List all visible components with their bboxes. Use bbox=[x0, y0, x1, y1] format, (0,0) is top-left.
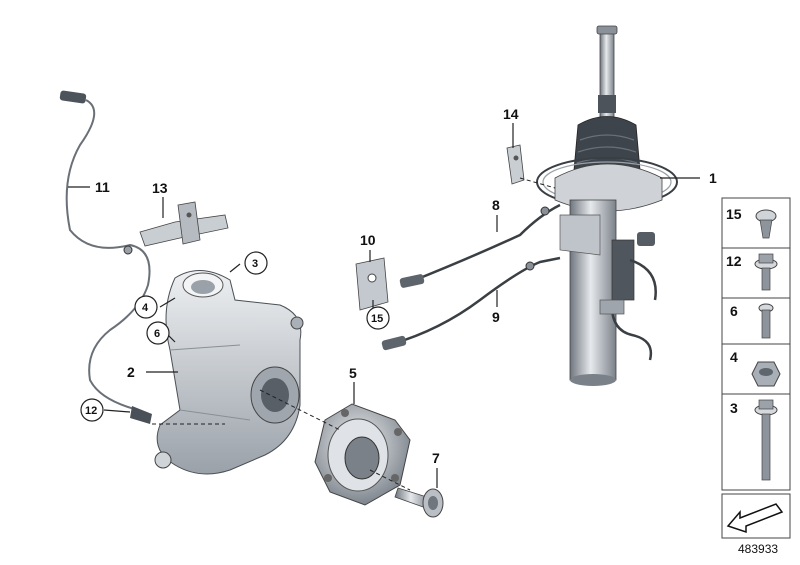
legend-label-15: 15 bbox=[726, 206, 742, 222]
bracket-14 bbox=[506, 144, 525, 185]
callout-12-circle bbox=[80, 398, 104, 422]
bracket-13 bbox=[139, 201, 229, 247]
legend-label-3: 3 bbox=[730, 400, 738, 416]
legend-cell-6 bbox=[721, 297, 791, 345]
flange-bolt-icon bbox=[754, 253, 778, 291]
hub-bolt bbox=[394, 487, 444, 518]
strut-assembly bbox=[536, 25, 678, 386]
callout-10: 10 bbox=[360, 232, 376, 248]
callout-7: 7 bbox=[432, 450, 440, 466]
legend-cell-12 bbox=[721, 247, 791, 299]
legend-cell-4 bbox=[721, 343, 791, 395]
long-bolt-icon bbox=[754, 399, 778, 481]
image-number: 483933 bbox=[738, 542, 778, 556]
callout-15-circle bbox=[366, 306, 390, 330]
wheel-hub bbox=[314, 403, 411, 506]
callout-5: 5 bbox=[349, 365, 357, 381]
callout-1: 1 bbox=[709, 170, 717, 186]
callout-13: 13 bbox=[152, 180, 168, 196]
callout-11: 11 bbox=[95, 179, 110, 195]
hardware-legend: 15 12 6 4 3 bbox=[721, 197, 791, 556]
callout-2: 2 bbox=[127, 364, 135, 380]
legend-label-4: 4 bbox=[730, 349, 738, 365]
torx-screw-icon bbox=[755, 209, 777, 239]
legend-cell-15 bbox=[721, 197, 791, 249]
callout-3: 3 bbox=[252, 258, 258, 270]
callout-3-circle bbox=[244, 251, 268, 275]
callout-4: 4 bbox=[142, 302, 149, 314]
callout-12: 12 bbox=[85, 405, 97, 417]
torx-bolt-icon bbox=[758, 303, 774, 339]
hex-nut-icon bbox=[751, 361, 781, 387]
callout-labels: 1 2 3 4 5 6 7 8 9 10 11 12 13 14 15 bbox=[80, 106, 717, 466]
leader-lines bbox=[68, 123, 700, 488]
steering-knuckle bbox=[154, 270, 304, 475]
callout-4-circle bbox=[134, 295, 158, 319]
callout-6-circle bbox=[146, 321, 170, 345]
legend-label-12: 12 bbox=[726, 253, 742, 269]
callout-6: 6 bbox=[154, 328, 160, 340]
callout-14: 14 bbox=[503, 106, 519, 122]
direction-arrow-icon bbox=[726, 503, 784, 534]
sensor-wires bbox=[381, 203, 561, 351]
callout-9: 9 bbox=[492, 309, 500, 325]
bracket-10 bbox=[355, 257, 389, 311]
callout-15: 15 bbox=[371, 313, 383, 325]
callout-8: 8 bbox=[492, 197, 500, 213]
legend-label-6: 6 bbox=[730, 303, 738, 319]
assembly-guide-lines bbox=[152, 177, 556, 491]
wheel-speed-sensor-cable bbox=[59, 90, 152, 424]
